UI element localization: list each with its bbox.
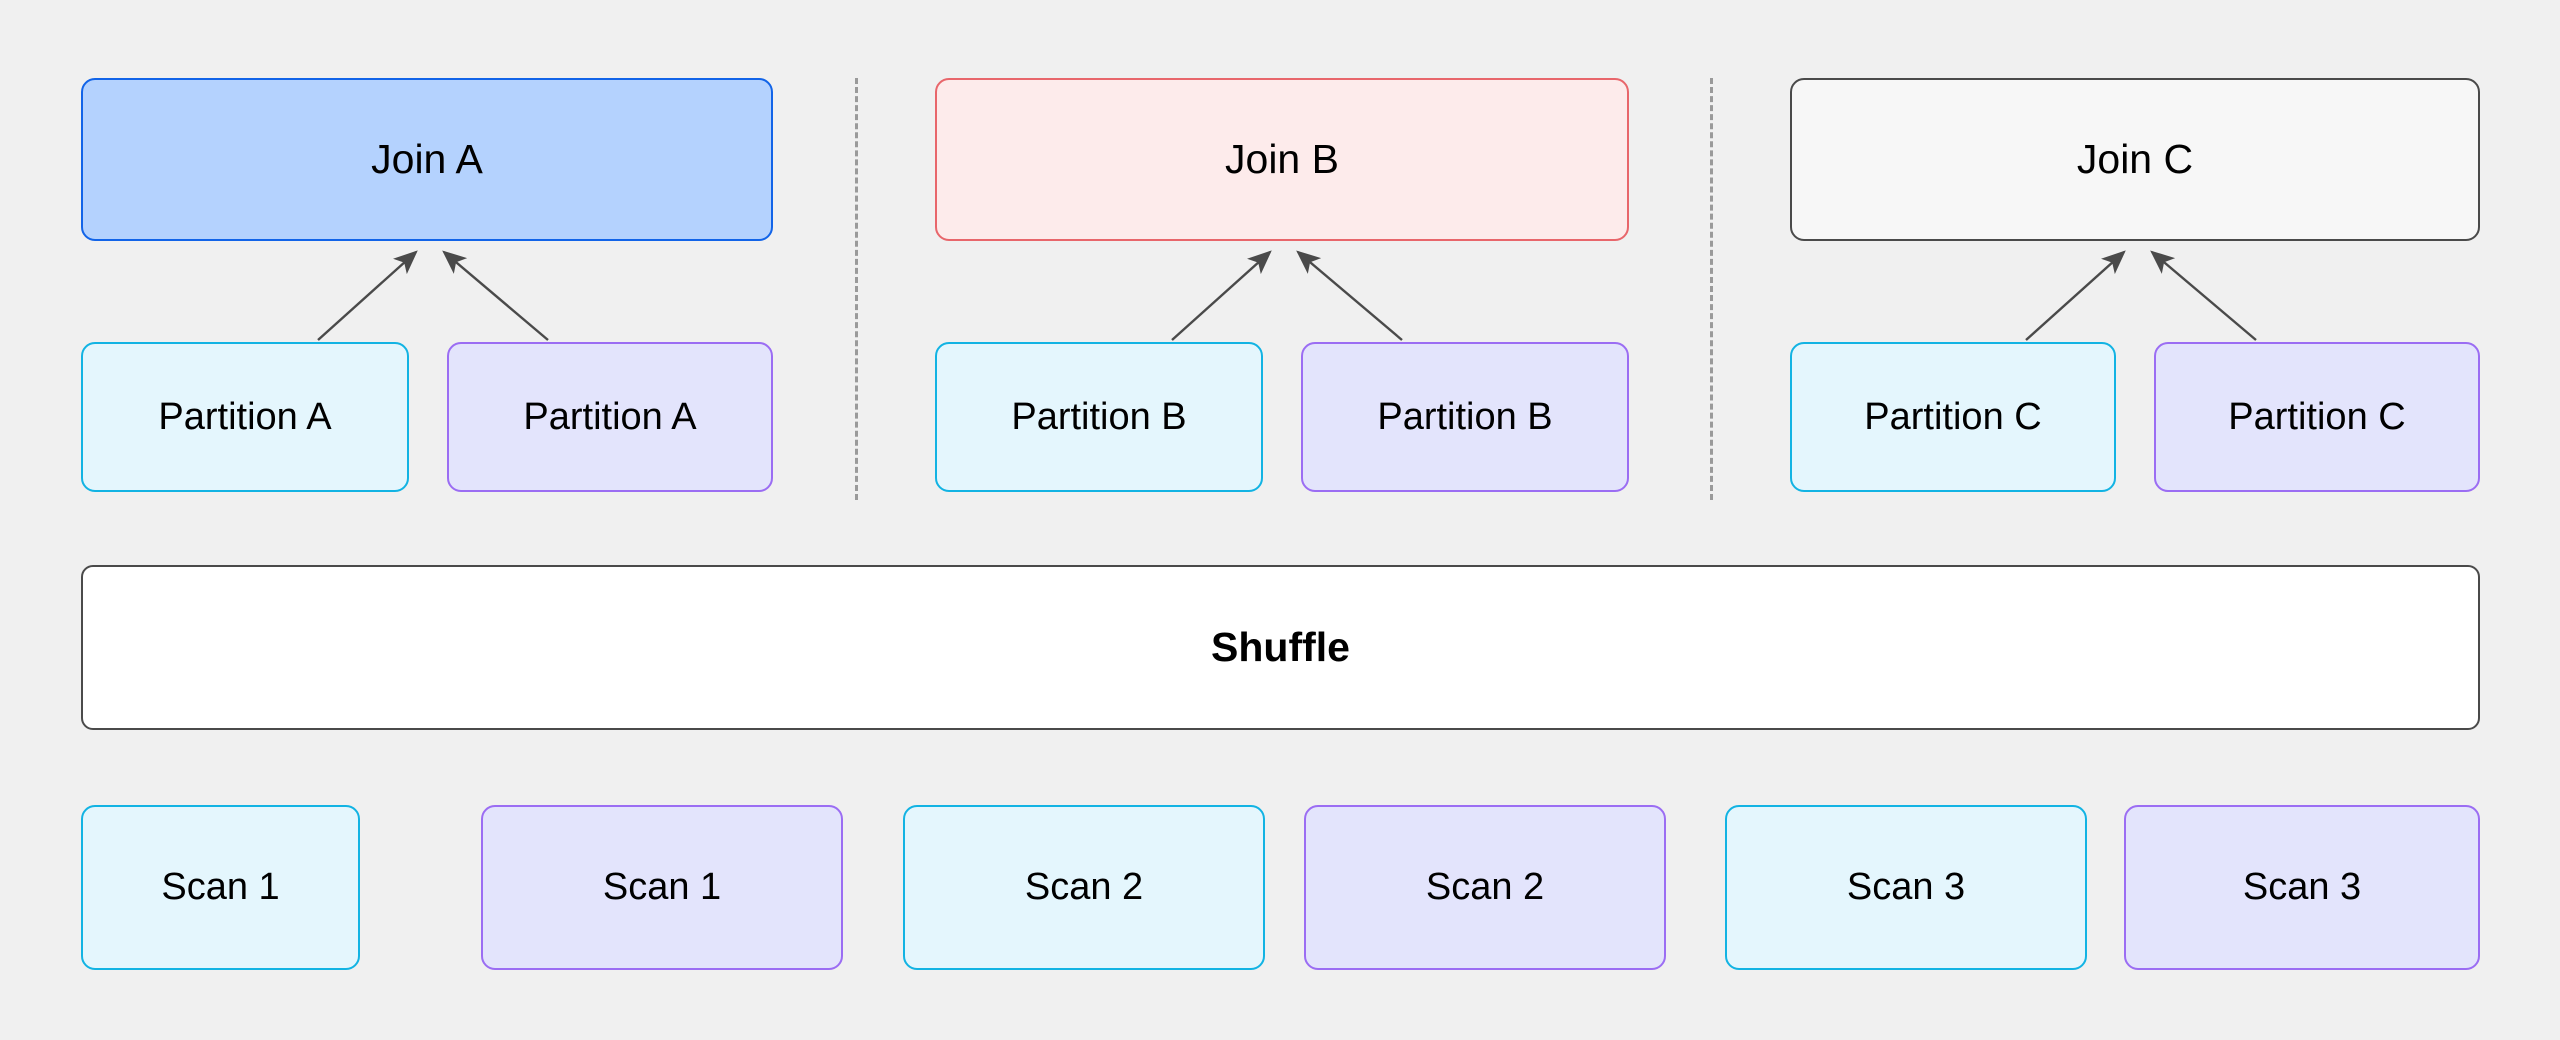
- partition-c-2-label: Partition C: [2228, 395, 2406, 438]
- join-b-label: Join B: [1225, 136, 1339, 182]
- scan-3-purple-label: Scan 3: [2242, 866, 2362, 908]
- scan-1-cyan-node[interactable]: Scan 1: [81, 805, 360, 970]
- edge-partition-a-1-to-join-a: [317, 250, 418, 341]
- partition-a-2-label: Partition A: [523, 395, 697, 438]
- shuffle-node[interactable]: Shuffle: [81, 565, 2480, 730]
- partition-a-2-node[interactable]: Partition A: [447, 342, 773, 492]
- partition-b-2-node[interactable]: Partition B: [1301, 342, 1629, 492]
- scan-2-purple-label: Scan 2: [1425, 866, 1545, 908]
- scan-2-cyan-node[interactable]: Scan 2: [903, 805, 1265, 970]
- edge-partition-b-2-to-join-b: [1296, 250, 1403, 341]
- scan-1-cyan-label: Scan 1: [161, 866, 280, 908]
- partition-b-2-label: Partition B: [1377, 395, 1553, 438]
- edge-partition-c-2-to-join-c: [2150, 250, 2257, 341]
- scan-2-cyan-label: Scan 2: [1024, 866, 1144, 908]
- partition-c-2-node[interactable]: Partition C: [2154, 342, 2480, 492]
- scan-1-purple-node[interactable]: Scan 1: [481, 805, 843, 970]
- join-c-label: Join C: [2076, 136, 2194, 182]
- edge-partition-b-1-to-join-b: [1171, 250, 1272, 341]
- scan-3-cyan-node[interactable]: Scan 3: [1725, 805, 2087, 970]
- group-divider-2: [1710, 78, 1713, 500]
- partition-a-1-label: Partition A: [158, 395, 332, 438]
- partition-c-1-node[interactable]: Partition C: [1790, 342, 2116, 492]
- partition-b-1-label: Partition B: [1011, 395, 1187, 438]
- shuffle-label: Shuffle: [1211, 624, 1350, 670]
- partition-c-1-label: Partition C: [1864, 395, 2042, 438]
- join-b-node[interactable]: Join B: [935, 78, 1629, 241]
- partition-b-1-node[interactable]: Partition B: [935, 342, 1263, 492]
- edge-partition-c-1-to-join-c: [2025, 250, 2126, 341]
- partition-a-1-node[interactable]: Partition A: [81, 342, 409, 492]
- join-a-node[interactable]: Join A: [81, 78, 773, 241]
- scan-3-purple-node[interactable]: Scan 3: [2124, 805, 2480, 970]
- scan-2-purple-node[interactable]: Scan 2: [1304, 805, 1666, 970]
- join-a-label: Join A: [371, 136, 483, 182]
- scan-3-cyan-label: Scan 3: [1846, 866, 1966, 908]
- scan-1-purple-label: Scan 1: [602, 866, 722, 908]
- join-c-node[interactable]: Join C: [1790, 78, 2480, 241]
- edge-partition-a-2-to-join-a: [442, 250, 549, 341]
- group-divider-1: [855, 78, 858, 500]
